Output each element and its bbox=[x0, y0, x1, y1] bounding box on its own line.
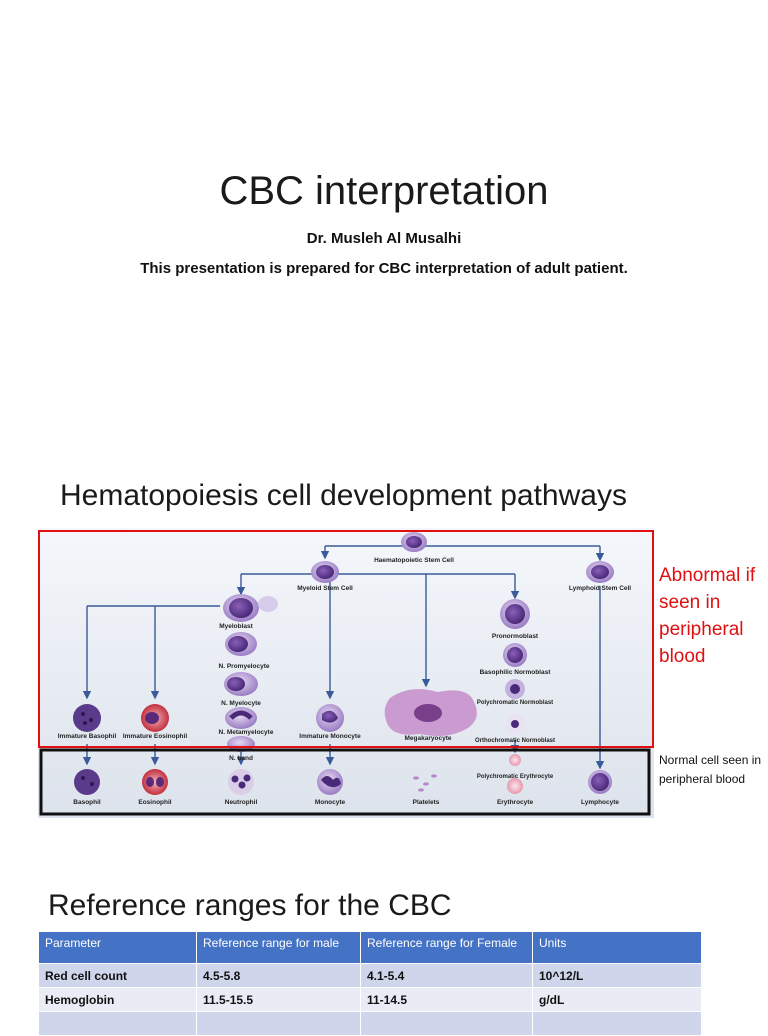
svg-text:Polychromatic Erythrocyte: Polychromatic Erythrocyte bbox=[477, 774, 554, 780]
header-female-range: Reference range for Female bbox=[360, 931, 533, 964]
svg-text:Orthochromatic Normoblast: Orthochromatic Normoblast bbox=[475, 738, 555, 744]
header-male-range: Reference range for male bbox=[196, 931, 361, 964]
lymphoid-stem-cell: Lymphoid Stem Cell bbox=[569, 561, 631, 592]
svg-text:Pronormoblast: Pronormoblast bbox=[492, 633, 539, 640]
abnormal-note: Abnormal if seen in peripheral blood bbox=[659, 565, 756, 667]
svg-text:Basophilic Normoblast: Basophilic Normoblast bbox=[480, 669, 552, 676]
svg-text:Immature Monocyte: Immature Monocyte bbox=[299, 733, 361, 740]
svg-text:Neutrophil: Neutrophil bbox=[225, 799, 258, 806]
table-cell: Red cell count bbox=[38, 963, 197, 988]
normal-cells-box bbox=[39, 748, 651, 816]
svg-text:Eosinophil: Eosinophil bbox=[138, 799, 171, 806]
table-cell: 10^12/L bbox=[532, 963, 702, 988]
promyelocyte-cell: N. Promyelocyte bbox=[219, 632, 270, 670]
polychromatic-normoblast-cell: Polychromatic Normoblast bbox=[477, 679, 553, 706]
lymphocyte-cell: Lymphocyte bbox=[581, 770, 619, 806]
pronormoblast-cell: Pronormoblast bbox=[492, 599, 539, 640]
slide-subtitle: This presentation is prepared for CBC in… bbox=[140, 260, 628, 277]
svg-text:Basophil: Basophil bbox=[73, 799, 101, 806]
platelets-cell: Platelets bbox=[413, 774, 440, 806]
erythrocyte-cell: Erythrocyte bbox=[497, 778, 534, 806]
immature-eosinophil-cell: Immature Eosinophil bbox=[123, 704, 187, 740]
table-cell: 4.5-5.8 bbox=[196, 963, 361, 988]
table-cell: 11.5-15.5 bbox=[196, 987, 361, 1012]
basophil-cell: Basophil bbox=[73, 769, 101, 806]
svg-text:Megakaryocyte: Megakaryocyte bbox=[405, 735, 452, 742]
basophilic-normoblast-cell: Basophilic Normoblast bbox=[480, 643, 552, 676]
table-header-row: Parameter Reference range for male Refer… bbox=[38, 931, 702, 964]
svg-text:Polychromatic Normoblast: Polychromatic Normoblast bbox=[477, 700, 553, 706]
hematopoiesis-diagram: Haematopoietic Stem Cell Myeloid Stem Ce… bbox=[38, 528, 654, 818]
svg-text:Immature Eosinophil: Immature Eosinophil bbox=[123, 733, 187, 740]
immature-monocyte-cell: Immature Monocyte bbox=[299, 704, 361, 740]
orthochromatic-normoblast-cell: Orthochromatic Normoblast bbox=[475, 714, 555, 744]
immature-basophil-cell: Immature Basophil bbox=[58, 704, 117, 740]
svg-text:Lymphocyte: Lymphocyte bbox=[581, 799, 619, 806]
author-line: Dr. Musleh Al Musalhi bbox=[306, 230, 462, 247]
svg-text:Myeloid Stem Cell: Myeloid Stem Cell bbox=[297, 585, 353, 592]
reference-ranges-title: Reference ranges for the CBC bbox=[48, 889, 452, 922]
polychromatic-erythrocyte-cell: Polychromatic Erythrocyte bbox=[477, 754, 554, 780]
diagram-background bbox=[38, 528, 654, 818]
normal-note: Normal cell seen in peripheral blood bbox=[659, 753, 762, 786]
metamyelocyte-cell: N. Metamyelocyte bbox=[219, 707, 274, 736]
table-cell: Hemoglobin bbox=[38, 987, 197, 1012]
myelocyte-cell: N. Myelocyte bbox=[221, 672, 261, 707]
hematopoiesis-title: Hematopoiesis cell development pathways bbox=[60, 479, 627, 512]
myeloid-stem-cell: Myeloid Stem Cell bbox=[297, 561, 353, 592]
svg-text:N. Metamyelocyte: N. Metamyelocyte bbox=[219, 729, 274, 736]
header-units: Units bbox=[532, 931, 702, 964]
svg-text:Immature Basophil: Immature Basophil bbox=[58, 733, 117, 740]
table-row: Red cell count 4.5-5.8 4.1-5.4 10^12/L bbox=[38, 963, 702, 988]
table-cell: g/dL bbox=[532, 987, 702, 1012]
table-row: Hemoglobin 11.5-15.5 11-14.5 g/dL bbox=[38, 987, 702, 1012]
header-parameter: Parameter bbox=[38, 931, 197, 964]
svg-text:Platelets: Platelets bbox=[413, 799, 440, 806]
svg-text:Myeloblast: Myeloblast bbox=[219, 623, 253, 630]
monocyte-cell: Monocyte bbox=[315, 769, 346, 806]
eosinophil-cell: Eosinophil bbox=[138, 769, 172, 806]
svg-text:N. band: N. band bbox=[229, 755, 253, 762]
svg-text:N. Promyelocyte: N. Promyelocyte bbox=[219, 663, 270, 670]
myeloblast-cell: Myeloblast bbox=[219, 594, 278, 630]
megakaryocyte-cell: Megakaryocyte bbox=[384, 689, 477, 742]
svg-text:N. Myelocyte: N. Myelocyte bbox=[221, 700, 261, 707]
slide-title: CBC interpretation bbox=[219, 169, 549, 213]
reference-ranges-table: Parameter Reference range for male Refer… bbox=[38, 931, 702, 1036]
haematopoietic-stem-cell: Haematopoietic Stem Cell bbox=[374, 532, 454, 564]
abnormal-cells-box bbox=[38, 530, 654, 748]
svg-text:Erythrocyte: Erythrocyte bbox=[497, 799, 534, 806]
table-cell: 11-14.5 bbox=[360, 987, 533, 1012]
neutrophil-cell: Neutrophil bbox=[225, 769, 258, 806]
svg-text:Monocyte: Monocyte bbox=[315, 799, 346, 806]
svg-text:Haematopoietic Stem Cell: Haematopoietic Stem Cell bbox=[374, 557, 454, 564]
svg-text:Lymphoid Stem Cell: Lymphoid Stem Cell bbox=[569, 585, 631, 592]
table-cell: 4.1-5.4 bbox=[360, 963, 533, 988]
